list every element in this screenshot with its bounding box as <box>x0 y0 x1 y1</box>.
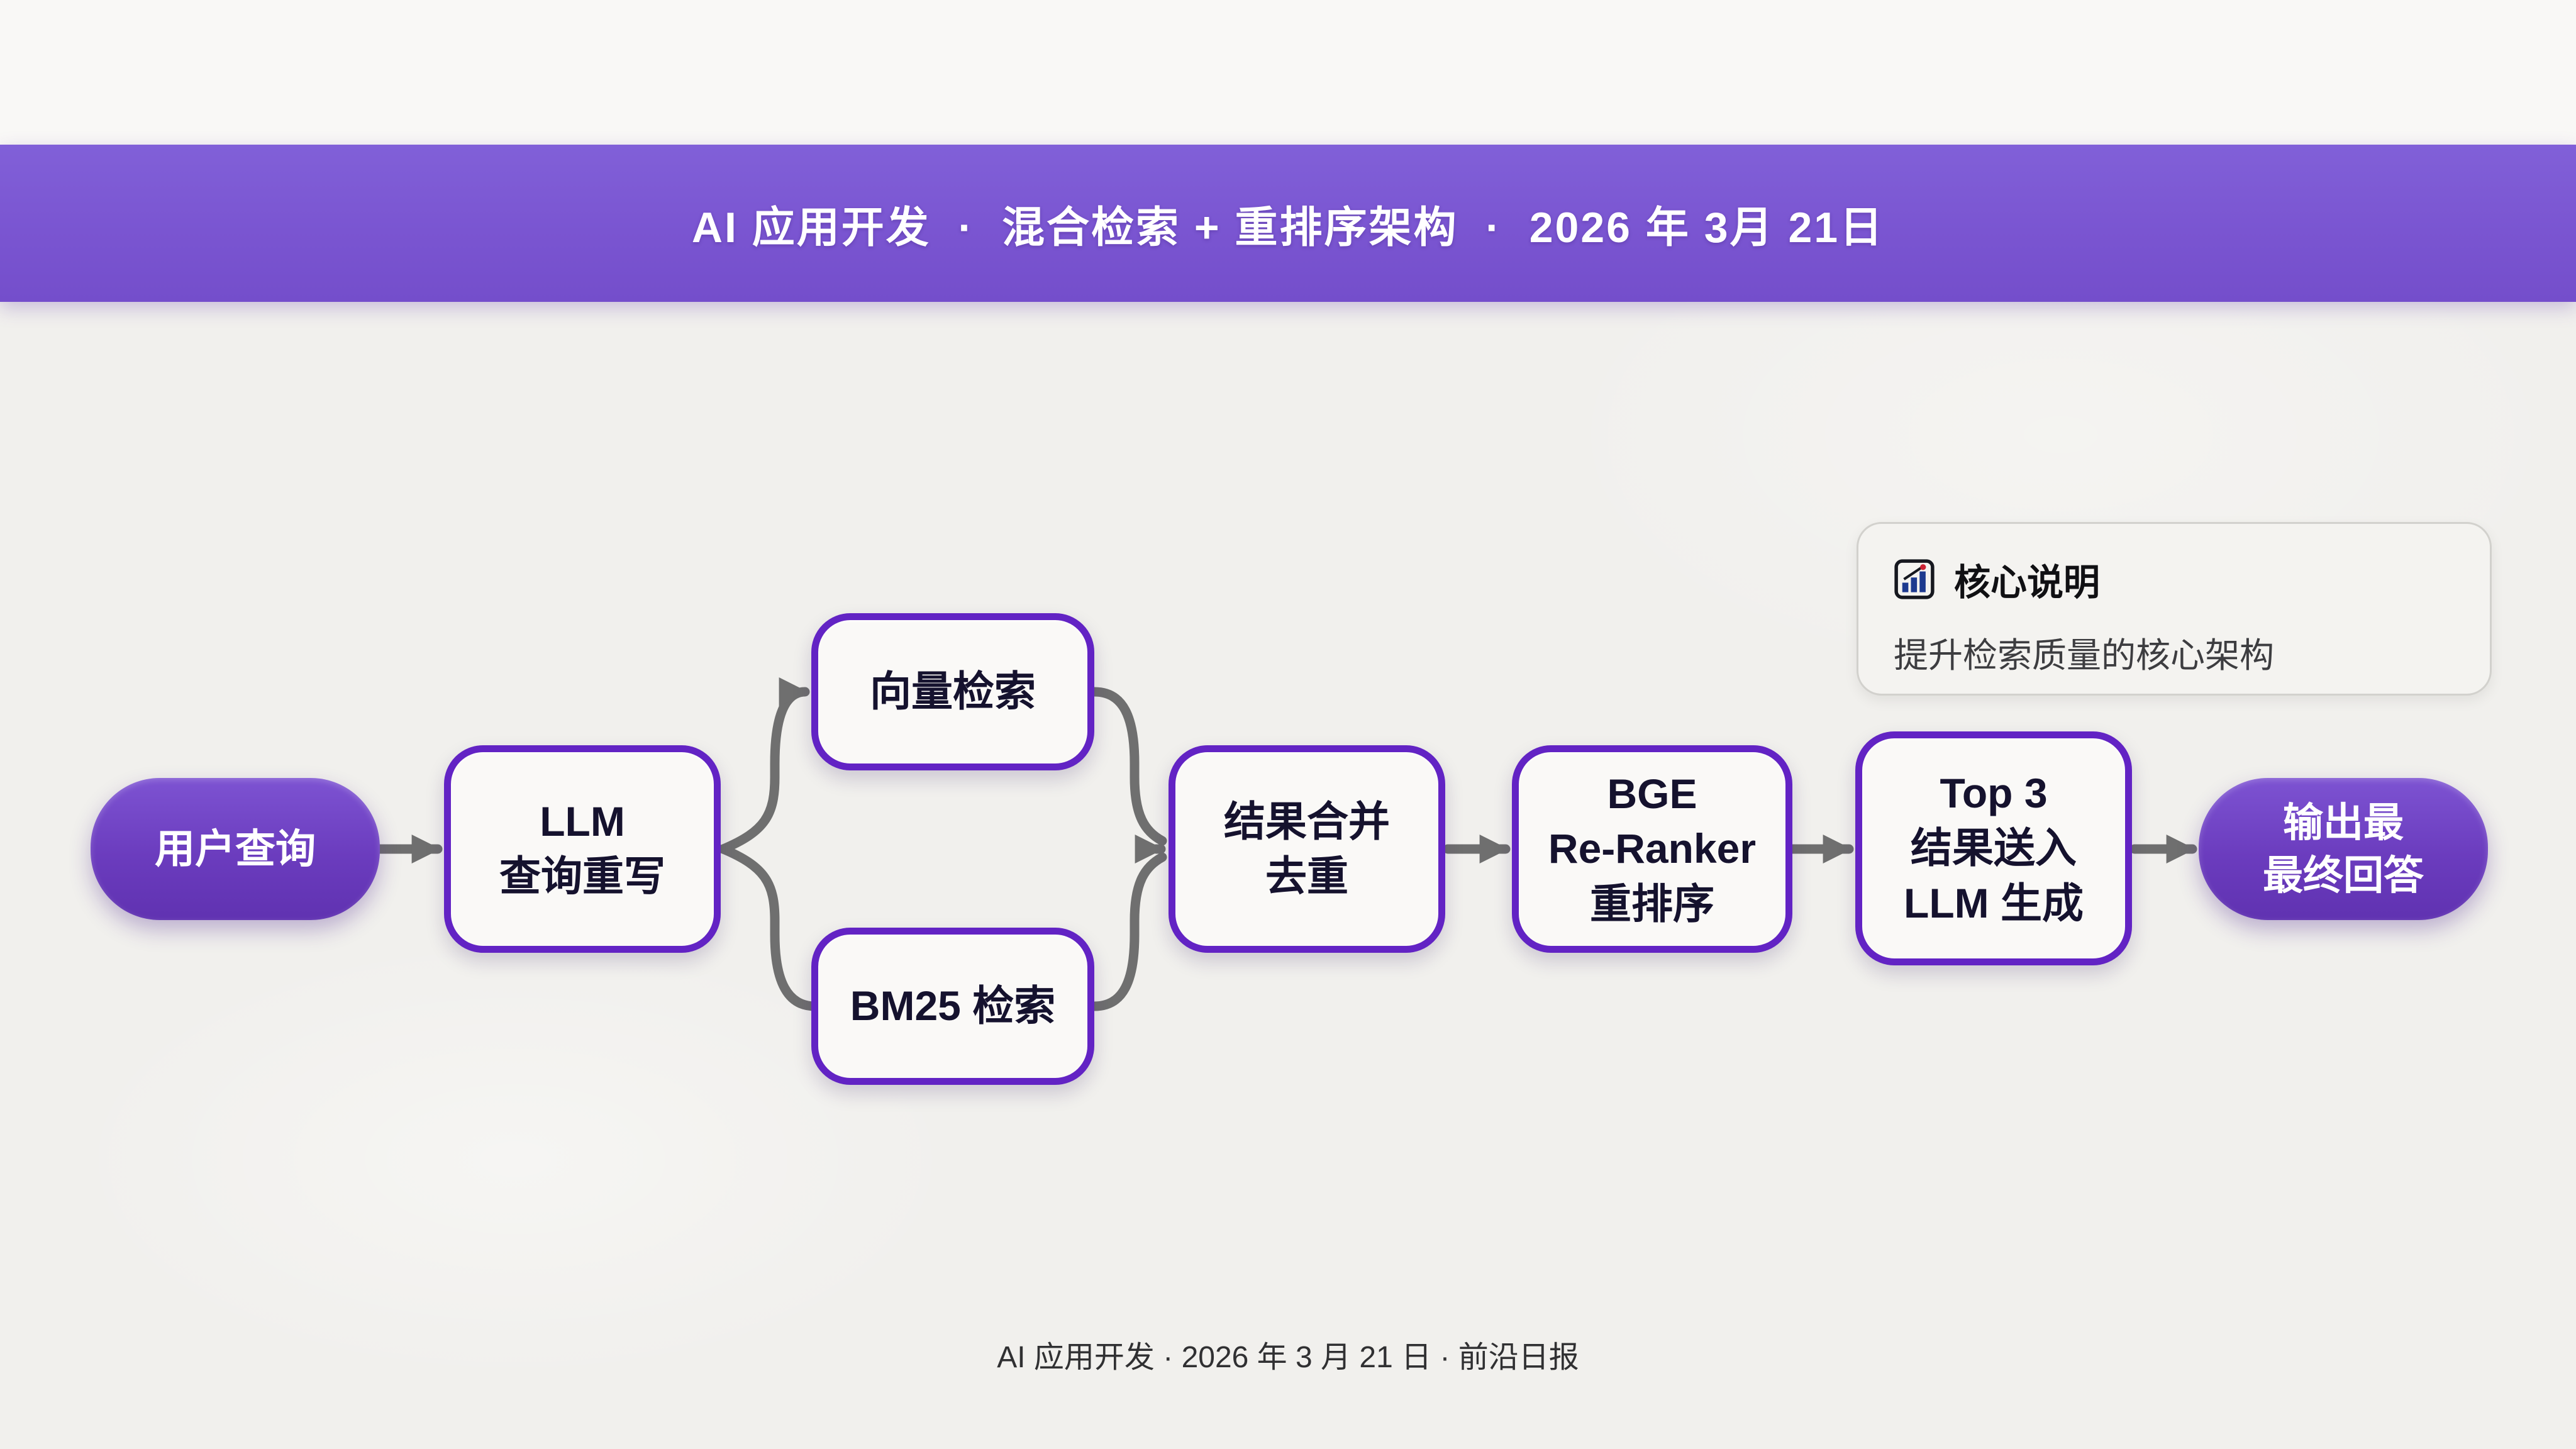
node-label: 查询重写 <box>499 853 665 899</box>
node-label: BM25 检索 <box>850 982 1056 1030</box>
node-label: 最终回答 <box>2263 853 2424 898</box>
arrow-fork-down-to-bm25 <box>718 844 820 1011</box>
node-label: 用户查询 <box>155 826 316 872</box>
node-label: 输出最 <box>2283 799 2404 845</box>
node-label: 重排序 <box>1589 880 1714 927</box>
callout-core-note: 核心说明 提升检索质量的核心架构 <box>1857 522 2492 696</box>
node-label: Re-Ranker <box>1548 825 1757 872</box>
node-label: 结果合并 <box>1224 797 1390 845</box>
node-final-answer: 输出最 最终回答 <box>2199 778 2488 920</box>
footer-caption: AI 应用开发 · 2026 年 3 月 21 日 · 前沿日报 <box>997 1341 1579 1374</box>
top-strip <box>0 0 2576 145</box>
header-band: AI 应用开发 · 混合检索 + 重排序架构 · 2026 年 3月 21日 <box>0 145 2576 302</box>
node-bm25-search: BM25 检索 <box>811 928 1094 1085</box>
node-label: 向量检索 <box>870 668 1036 715</box>
node-vector-search: 向量检索 <box>811 613 1094 770</box>
node-label: LLM 生成 <box>1904 879 2084 926</box>
callout-title: 核心说明 <box>1954 562 2101 603</box>
node-user-query: 用户查询 <box>91 778 380 920</box>
node-merge-dedup: 结果合并 去重 <box>1169 745 1445 953</box>
node-bge-reranker: BGE Re-Ranker 重排序 <box>1512 745 1792 953</box>
node-top3-to-llm: Top 3 结果送入 LLM 生成 <box>1855 731 2132 965</box>
bar-chart-icon <box>1894 559 1935 599</box>
page-title: AI 应用开发 · 混合检索 + 重排序架构 · 2026 年 3月 21日 <box>691 203 1885 252</box>
node-llm-rewrite: LLM 查询重写 <box>444 745 721 953</box>
node-label: 结果送入 <box>1910 824 2077 872</box>
node-label: BGE <box>1607 770 1697 818</box>
merge-from-vector <box>1089 687 1167 846</box>
merge-from-bm25 <box>1089 852 1167 1011</box>
node-label: LLM <box>540 797 625 845</box>
arrow-fork-up-to-vector <box>718 677 810 854</box>
callout-description: 提升检索质量的核心架构 <box>1894 636 2275 675</box>
node-label: 去重 <box>1265 853 1348 899</box>
node-label: Top 3 <box>1940 770 2048 817</box>
